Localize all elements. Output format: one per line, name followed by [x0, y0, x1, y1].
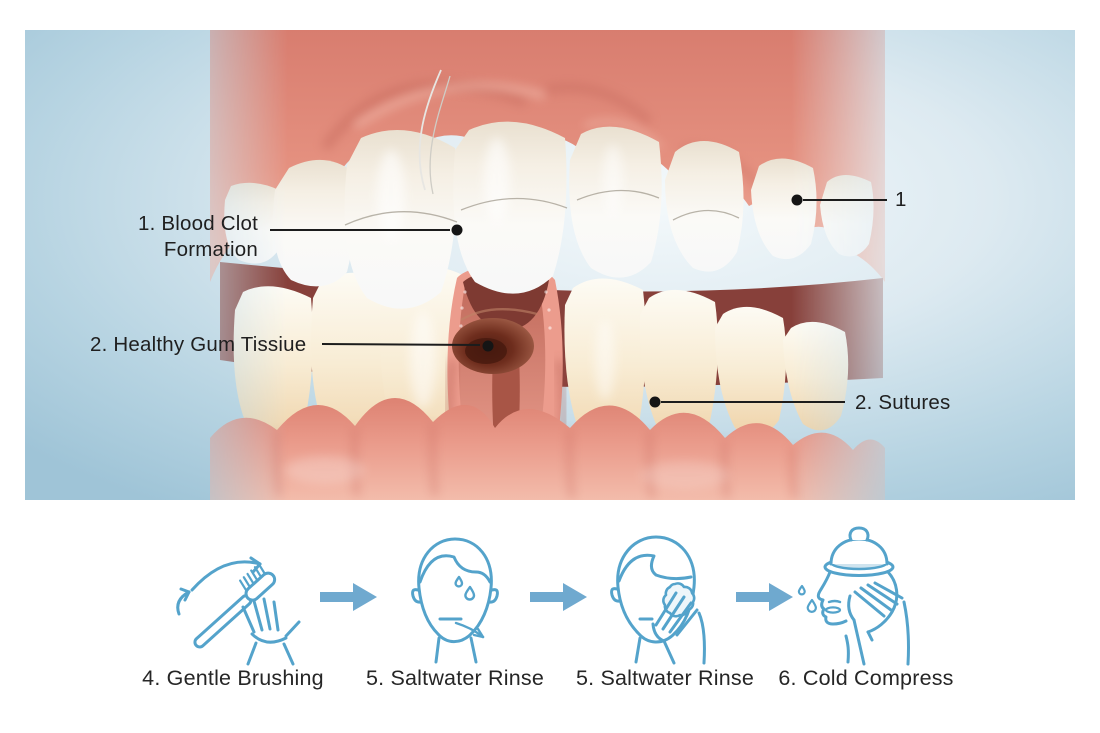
illustration-panel	[25, 30, 1075, 500]
annotation-tooth-marker: 1	[895, 188, 907, 211]
tooth	[665, 141, 744, 272]
step-4	[792, 526, 926, 671]
arrow-right-icon	[320, 583, 377, 611]
step-1	[166, 542, 318, 671]
cold-compress-head-icon	[797, 526, 910, 666]
upper-teeth	[224, 121, 874, 309]
tooth	[273, 159, 355, 287]
face-rinse-droplets-icon	[411, 537, 499, 664]
step-3	[598, 529, 726, 670]
step-label: 4. Gentle Brushing	[142, 666, 324, 690]
tooth	[783, 321, 849, 431]
tooth	[715, 306, 787, 436]
tooth	[453, 121, 567, 294]
annotation-blood-clot-line2: Formation	[163, 238, 258, 261]
arrow-right-icon	[736, 583, 793, 611]
cervical-lines	[344, 189, 740, 226]
step-label: 6. Cold Compress	[778, 666, 954, 690]
step-label: 5. Saltwater Rinse	[365, 666, 545, 690]
annotation-blood-clot: 1. Blood Clot Formation	[62, 211, 258, 263]
toothbrush-brushing-icon	[176, 556, 301, 666]
tooth	[224, 182, 282, 264]
tooth	[751, 158, 817, 260]
annotation-blood-clot-line1: 1. Blood Clot	[138, 212, 258, 235]
annotation-sutures: 2. Sutures	[855, 391, 951, 414]
step-label: 5. Saltwater Rinse	[575, 666, 755, 690]
annotation-gum-tissue: 2. Healthy Gum Tissiue	[90, 333, 307, 356]
mouth-illustration	[25, 30, 1075, 500]
lower-gum	[210, 397, 885, 500]
face-wipe-cloth-icon	[610, 535, 706, 665]
arrow-right-icon	[530, 583, 587, 611]
step-2	[396, 530, 514, 671]
tooth	[233, 286, 313, 442]
tooth	[820, 175, 874, 257]
suture-thread	[418, 69, 451, 195]
